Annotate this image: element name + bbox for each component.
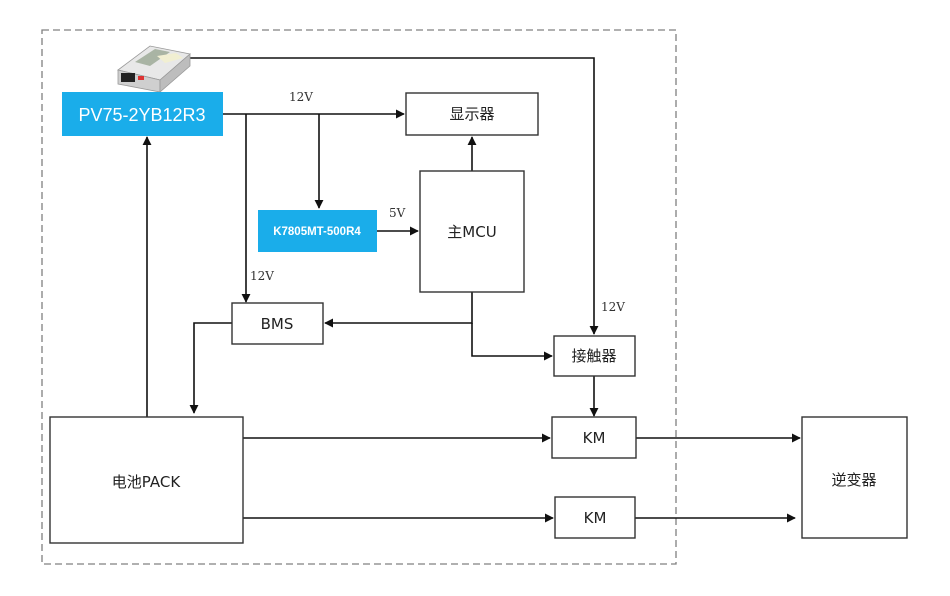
- voltage-label-contactor-in: 12V: [601, 300, 625, 314]
- display-block[interactable]: 显示器: [405, 92, 539, 136]
- battery-pack-label: 电池PACK: [112, 473, 182, 491]
- battery-pack-block[interactable]: 电池PACK: [49, 416, 244, 544]
- bms-block[interactable]: BMS: [231, 302, 324, 345]
- main-mcu-label: 主MCU: [447, 223, 496, 241]
- voltage-label-supply-bus: 12V: [289, 90, 313, 104]
- system-boundary: [41, 29, 677, 565]
- inverter-block[interactable]: 逆变器: [801, 416, 908, 539]
- km-bottom-block[interactable]: KM: [554, 496, 636, 539]
- display-label: 显示器: [449, 105, 494, 123]
- regulator-block[interactable]: K7805MT-500R4: [258, 210, 377, 252]
- main-mcu-block[interactable]: 主MCU: [419, 170, 525, 293]
- power-supply-block[interactable]: PV75-2YB12R3: [62, 92, 223, 136]
- wire-psu-to-contactor: [182, 57, 599, 335]
- contactor-block[interactable]: 接触器: [553, 335, 636, 377]
- inverter-label: 逆变器: [831, 471, 876, 489]
- km-top-block[interactable]: KM: [551, 416, 637, 459]
- contactor-label: 接触器: [571, 347, 616, 365]
- wire-mcu-to-contactor: [471, 323, 553, 361]
- voltage-label-regulator-out: 5V: [389, 206, 406, 220]
- voltage-label-bms-in: 12V: [250, 269, 274, 283]
- wire-mcu-to-bms: [324, 292, 473, 328]
- regulator-label: K7805MT-500R4: [273, 226, 361, 238]
- wire-bms-to-battery: [189, 322, 232, 414]
- km-bottom-label: KM: [584, 509, 607, 527]
- km-top-label: KM: [583, 429, 606, 447]
- bms-label: BMS: [261, 315, 294, 333]
- power-supply-module-image: [117, 45, 191, 93]
- power-supply-label: PV75-2YB12R3: [78, 105, 205, 125]
